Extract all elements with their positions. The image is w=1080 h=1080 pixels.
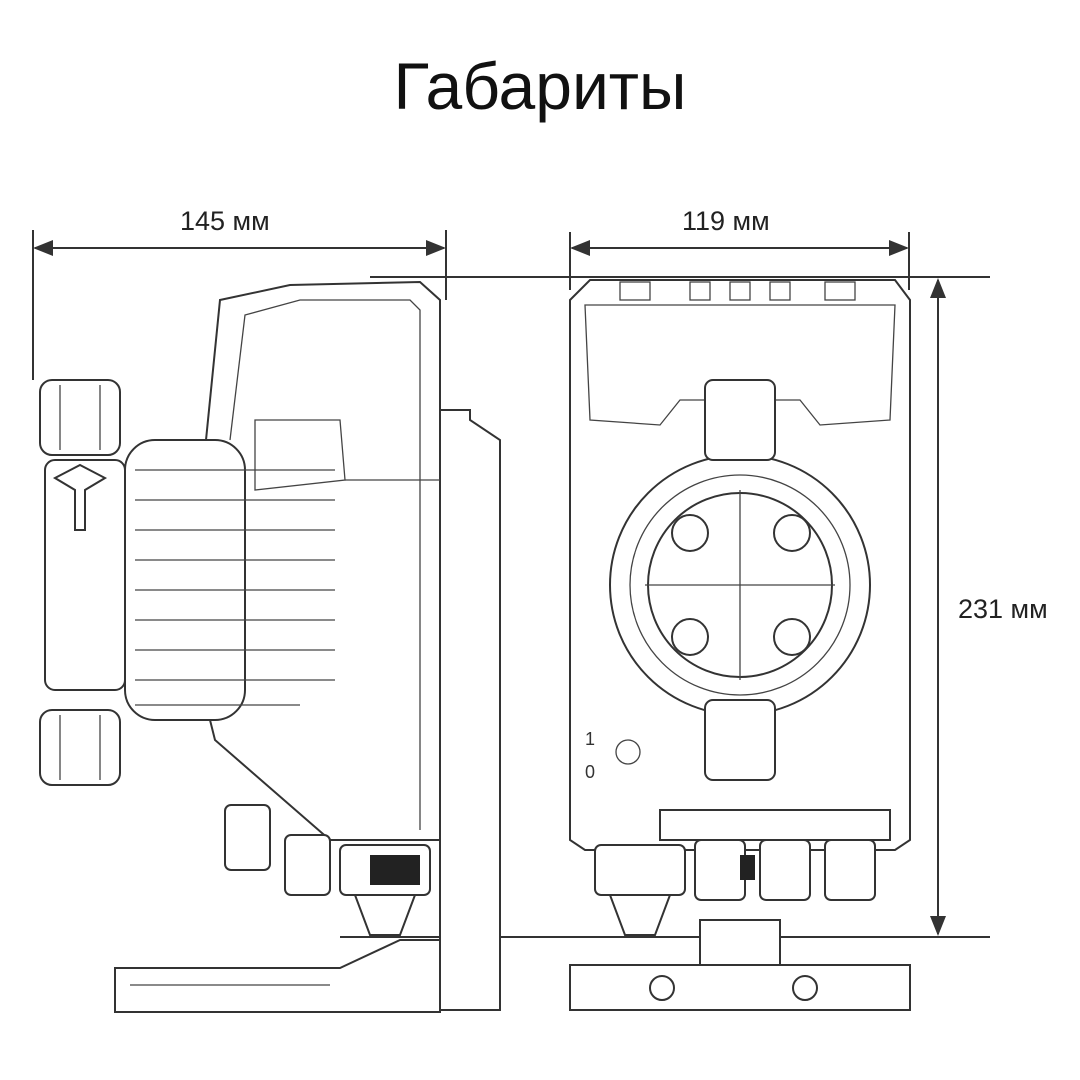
front-view: 1 0 xyxy=(569,279,911,1011)
dimension-label-height: 231 мм xyxy=(958,594,1048,625)
side-view xyxy=(39,280,501,1013)
dimension-label-side-width: 145 мм xyxy=(180,206,270,236)
switch-label-off: 0 xyxy=(585,762,595,782)
dimension-label-front-width: 119 мм xyxy=(682,206,770,236)
switch-label-on: 1 xyxy=(585,729,595,749)
page-title: Габариты xyxy=(393,49,687,123)
